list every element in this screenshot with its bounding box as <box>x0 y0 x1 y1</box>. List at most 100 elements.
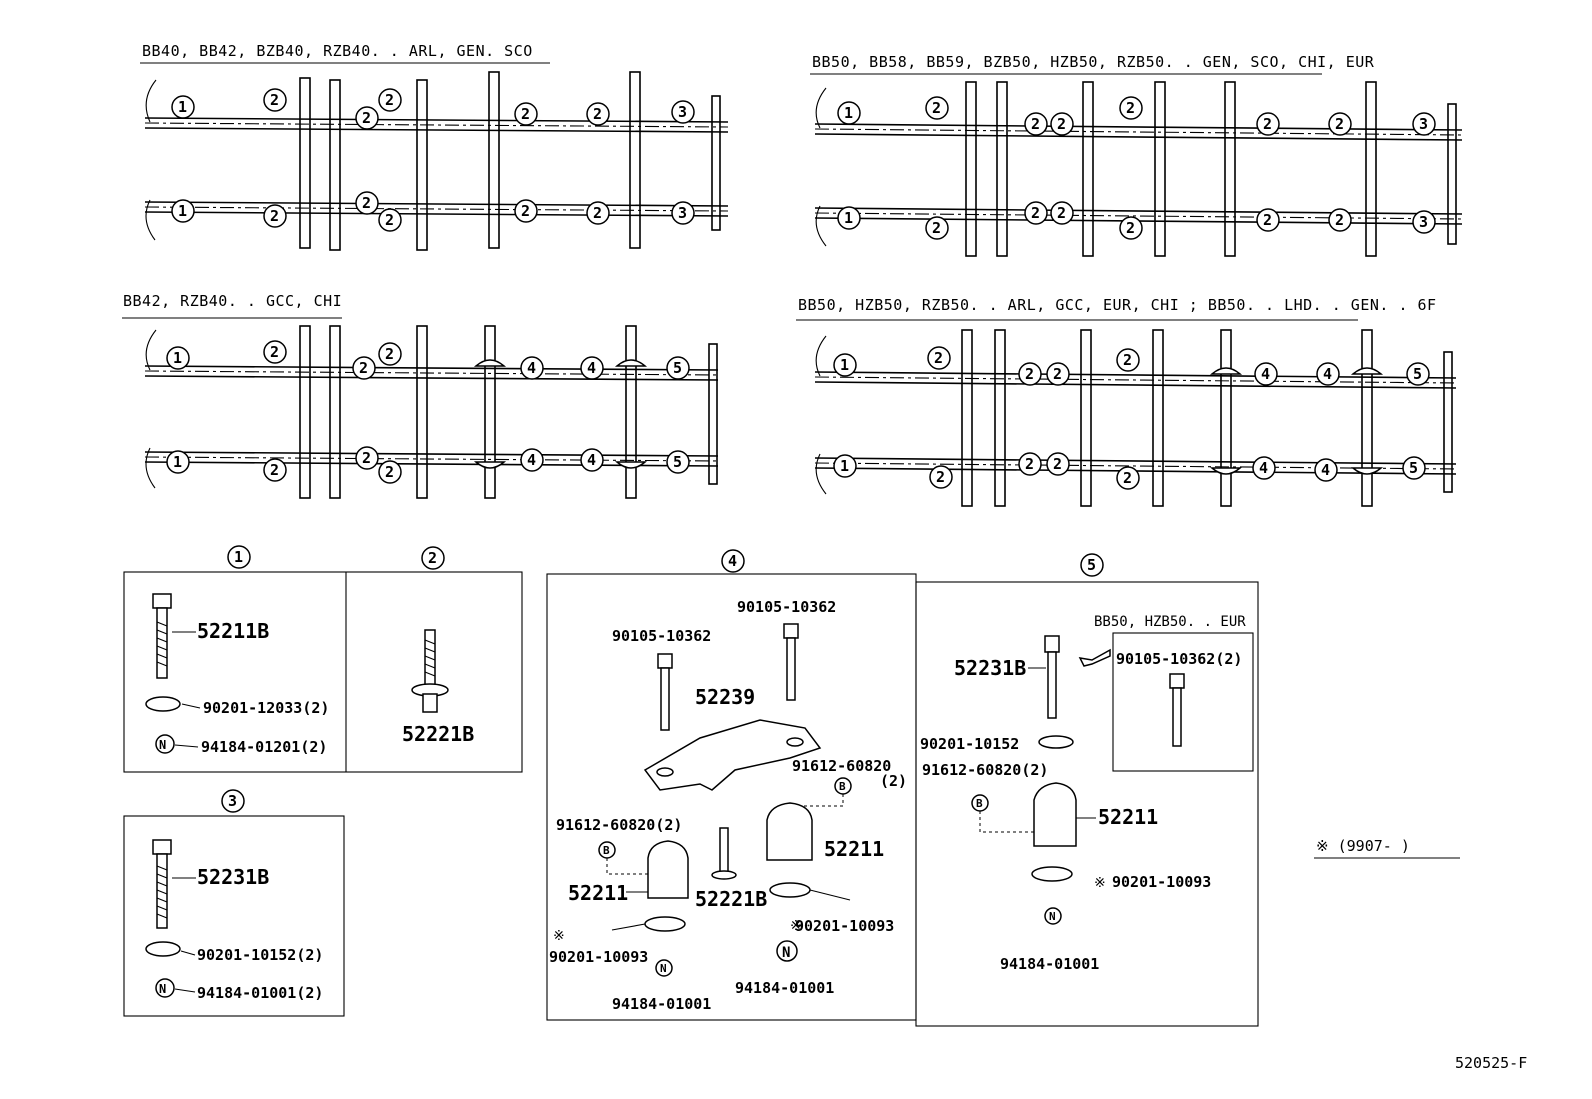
crossmembers <box>299 71 721 251</box>
inset-box <box>1112 632 1254 772</box>
bolt-icon <box>152 839 172 929</box>
part-52211: 52211 <box>1098 805 1158 829</box>
part-90105-10362-b: 90105-10362 <box>612 627 711 645</box>
svg-text:2: 2 <box>1057 115 1066 133</box>
svg-text:※: ※ <box>553 928 565 944</box>
nut-icon <box>776 940 798 962</box>
bolt-icon <box>657 623 799 731</box>
part-94184-01201: 94184-01201(2) <box>201 738 327 756</box>
part-94184-01001-left: 94184-01001 <box>612 995 711 1013</box>
svg-text:2: 2 <box>1263 115 1272 133</box>
svg-text:2: 2 <box>362 109 371 127</box>
frame-diagram-4: BB50, HZB50, RZB50. . ARL, GCC, EUR, CHI… <box>796 296 1457 507</box>
washer-icon <box>644 916 686 932</box>
diagram-4-callouts: 1 1 2 2 2 2 2 2 2 2 4 4 4 4 5 5 <box>833 346 1430 490</box>
svg-text:1: 1 <box>178 202 187 220</box>
bolt-icon <box>152 593 172 679</box>
svg-text:2: 2 <box>932 219 941 237</box>
group-1-2-box <box>123 571 523 773</box>
part-52221B: 52221B <box>695 887 767 911</box>
diagram-2-header: BB50, BB58, BB59, BZB50, HZB50, RZB50. .… <box>812 53 1375 71</box>
part-90201-12033: 90201-12033(2) <box>203 699 329 717</box>
svg-text:2: 2 <box>1053 455 1062 473</box>
cushion-icon <box>766 802 813 861</box>
part-90105-10362-inset: 90105-10362(2) <box>1116 650 1242 668</box>
svg-text:2: 2 <box>934 349 943 367</box>
part-52211-right: 52211 <box>824 837 884 861</box>
svg-text:2: 2 <box>1126 219 1135 237</box>
group-3-box <box>123 815 345 1017</box>
frame-rails <box>144 117 729 217</box>
frame-diagram-3: BB42, RZB40. . GCC, CHI 1 1 2 2 2 2 2 2 … <box>122 292 719 499</box>
svg-text:1: 1 <box>178 98 187 116</box>
cushion-icon <box>647 840 689 899</box>
svg-text:2: 2 <box>593 204 602 222</box>
svg-text:2: 2 <box>270 91 279 109</box>
svg-text:1: 1 <box>840 457 849 475</box>
svg-text:B: B <box>976 797 983 810</box>
svg-text:4: 4 <box>1321 461 1330 479</box>
svg-text:2: 2 <box>936 468 945 486</box>
svg-text:2: 2 <box>385 463 394 481</box>
part-94184-01001: 94184-01001 <box>1000 955 1099 973</box>
svg-text:4: 4 <box>1261 365 1270 383</box>
diagram-1-callouts: 1 1 2 2 2 2 2 2 2 2 2 2 3 3 <box>171 88 695 232</box>
svg-text:2: 2 <box>1335 211 1344 229</box>
part-52211-left: 52211 <box>568 881 628 905</box>
diagram-3-callouts: 1 1 2 2 2 2 2 2 4 4 4 4 5 5 <box>166 340 690 484</box>
svg-text:1: 1 <box>844 104 853 122</box>
svg-text:4: 4 <box>587 451 596 469</box>
group-5-number: 5 <box>1087 556 1096 574</box>
svg-text:2: 2 <box>1057 204 1066 222</box>
group-5-box <box>915 581 1259 1027</box>
svg-text:2: 2 <box>593 105 602 123</box>
part-91612-60820-left: 91612-60820(2) <box>556 816 682 834</box>
svg-text:2: 2 <box>385 345 394 363</box>
diagram-2-callouts: 1 1 2 2 2 2 2 2 2 2 2 2 2 2 3 3 <box>837 96 1436 240</box>
svg-text:4: 4 <box>527 451 536 469</box>
part-90201-10152: 90201-10152(2) <box>197 946 323 964</box>
nut-icon <box>155 734 175 754</box>
svg-text:N: N <box>159 738 166 752</box>
part-90105-10362-a: 90105-10362 <box>737 598 836 616</box>
group-1-number: 1 <box>234 548 243 566</box>
svg-text:2: 2 <box>521 105 530 123</box>
svg-text:5: 5 <box>1413 365 1422 383</box>
washer-icon <box>145 941 181 957</box>
group-3: 3 52231B 90201-10152(2) N 94184-01001(2) <box>123 789 345 1017</box>
date-note: ※ (9907- ) <box>1316 837 1410 855</box>
stud-icon <box>719 827 729 873</box>
svg-text:2: 2 <box>1263 211 1272 229</box>
svg-text:2: 2 <box>1053 365 1062 383</box>
diagram-1-header: BB40, BB42, BZB40, RZB40. . ARL, GEN. SC… <box>142 42 533 60</box>
arrow-icon <box>1078 648 1111 667</box>
part-52231B: 52231B <box>954 656 1026 680</box>
frame-diagram-2: BB50, BB58, BB59, BZB50, HZB50, RZB50. .… <box>810 53 1463 257</box>
svg-text:2: 2 <box>1335 115 1344 133</box>
bracket-icon <box>643 719 822 791</box>
group-2-number: 2 <box>428 549 437 567</box>
svg-text:2: 2 <box>1025 365 1034 383</box>
part-94184-01001: 94184-01001(2) <box>197 984 323 1002</box>
svg-text:2: 2 <box>1031 204 1040 222</box>
svg-text:2: 2 <box>1025 455 1034 473</box>
part-52221B: 52221B <box>402 722 474 746</box>
svg-text:B: B <box>839 780 846 793</box>
cushion-symbols <box>473 359 648 469</box>
svg-text:2: 2 <box>362 449 371 467</box>
svg-text:2: 2 <box>270 207 279 225</box>
svg-text:1: 1 <box>173 349 182 367</box>
svg-text:2: 2 <box>359 359 368 377</box>
svg-text:2: 2 <box>1126 99 1135 117</box>
bolt-icon <box>1044 635 1060 719</box>
part-94184-01001-right: 94184-01001 <box>735 979 834 997</box>
nut-icon <box>655 959 673 977</box>
washer-icon <box>769 882 811 898</box>
svg-text:(2): (2) <box>880 772 907 790</box>
part-52231B: 52231B <box>197 865 269 889</box>
svg-text:5: 5 <box>673 359 682 377</box>
inset-title: BB50, HZB50. . EUR <box>1094 614 1246 630</box>
part-52239: 52239 <box>695 685 755 709</box>
cushion-icon <box>1033 782 1077 847</box>
